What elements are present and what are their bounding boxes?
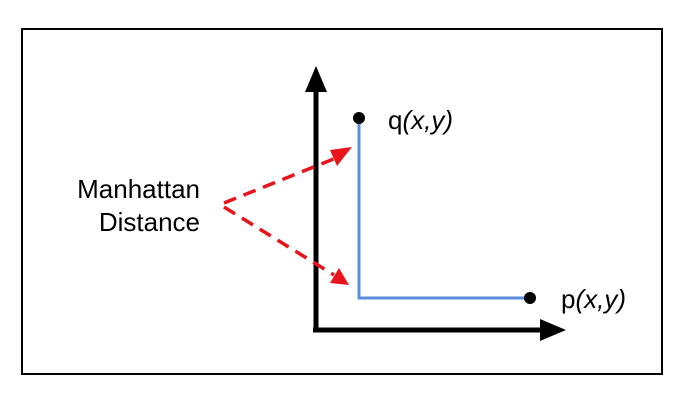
arrow-to-vertical-leg (223, 156, 337, 205)
point-q-name: q (388, 105, 402, 135)
point-q (353, 112, 365, 124)
arrow-to-corner (223, 205, 335, 277)
point-p-name: p (561, 284, 575, 314)
axes (305, 66, 566, 341)
annotation-line-2: Distance (99, 207, 200, 237)
point-q-coords: (x,y) (402, 105, 453, 135)
point-p (524, 292, 536, 304)
x-axis-arrowhead (540, 319, 566, 341)
annotation-arrows (223, 147, 352, 285)
point-q-label: q(x,y) (388, 105, 453, 135)
manhattan-path (357, 118, 528, 300)
diagram-frame (21, 28, 663, 375)
point-p-label: p(x,y) (561, 284, 626, 314)
arrow-to-vertical-leg-head (330, 147, 352, 166)
annotation-line-1: Manhattan (77, 174, 200, 204)
arrow-to-corner-head (330, 268, 349, 285)
y-axis-arrowhead (305, 66, 327, 92)
point-p-coords: (x,y) (575, 284, 626, 314)
